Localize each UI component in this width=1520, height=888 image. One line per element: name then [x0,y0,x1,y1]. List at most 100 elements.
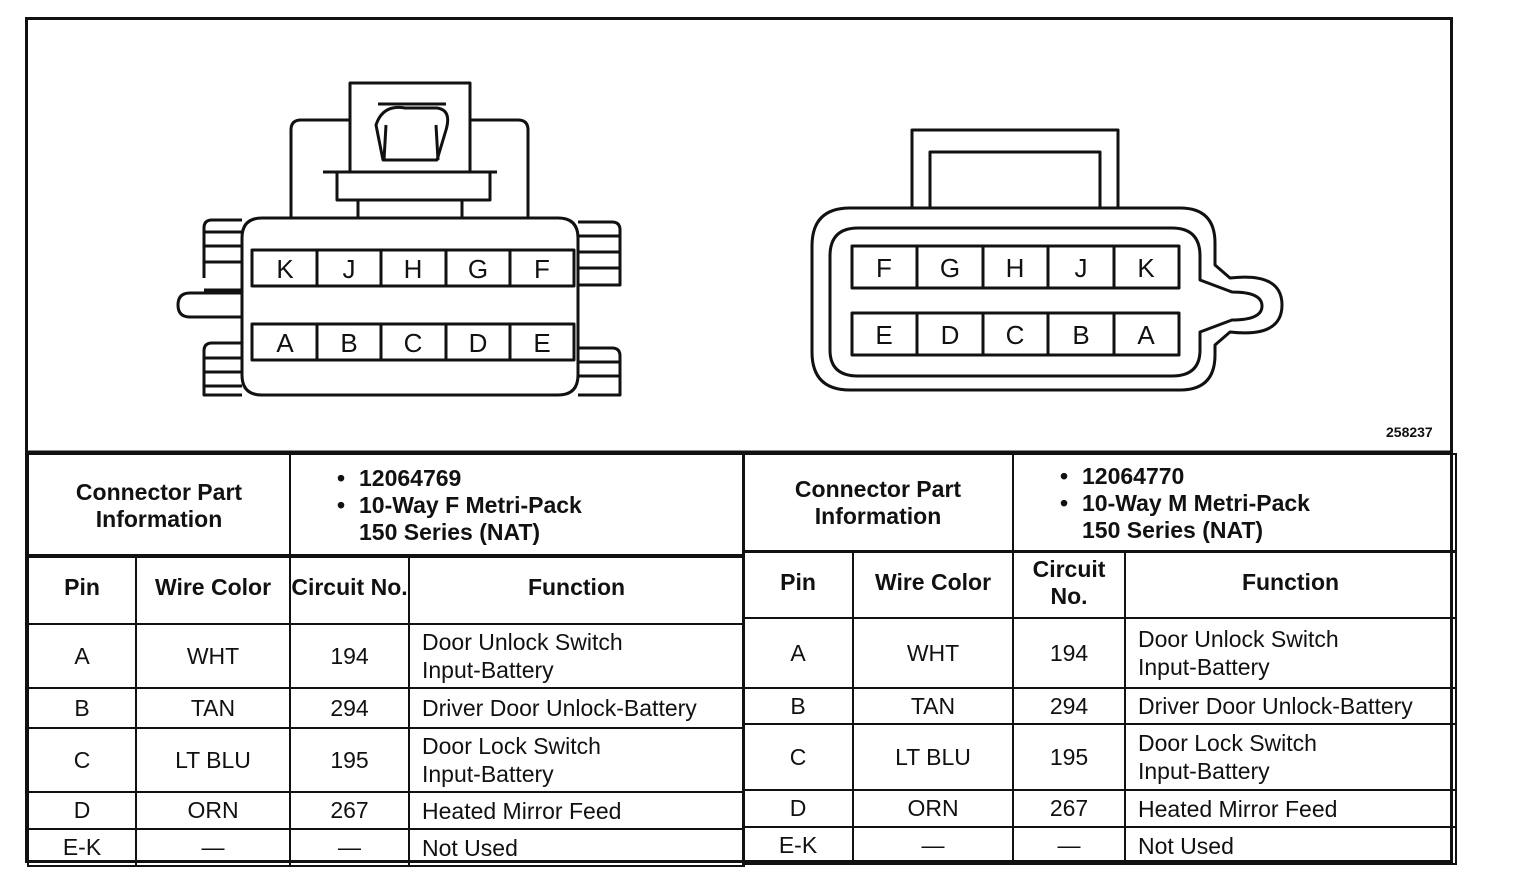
part-number: 12064769 [331,465,743,492]
pin-cell: E-K [742,826,854,865]
left-pin-label: E [533,328,550,358]
pin-cell: A [27,623,137,689]
col-pin: Pin [27,554,137,625]
table-row: B TAN 294 Driver Door Unlock-Battery [27,687,745,729]
function-cell: Driver Door Unlock-Battery [1124,687,1457,725]
table-row: A WHT 194 Door Unlock Switch Input-Batte… [27,623,745,689]
right-pin-label: K [1137,253,1155,283]
table-row: D ORN 267 Heated Mirror Feed [742,789,1457,828]
right-pin-label: B [1072,320,1089,350]
right-pin-label: A [1137,320,1155,350]
left-pin-label: J [343,254,356,284]
left-pin-label: B [340,328,357,358]
col-function: Function [1124,550,1457,619]
function-cell: Door Lock Switch Input-Battery [1124,723,1457,791]
circuit-cell: 267 [1012,789,1126,828]
right-pin-label: D [941,320,960,350]
circuit-cell: — [289,828,410,867]
col-circuit: Circuit No. [289,554,410,625]
info-label: Connector Part Information [27,453,291,558]
circuit-cell: 294 [289,687,410,729]
left-pin-label: G [468,254,488,284]
table-row: B TAN 294 Driver Door Unlock-Battery [742,687,1457,725]
right-pin-label: G [940,253,960,283]
col-wire-color: Wire Color [135,554,291,625]
wire-color-cell: — [852,826,1014,865]
col-function: Function [408,554,745,625]
left-connector-outline [176,81,622,397]
wire-color-cell: TAN [135,687,291,729]
function-text: Door Unlock Switch Input-Battery [1138,626,1339,680]
circuit-cell: 194 [289,623,410,689]
right-pin-label: C [1006,320,1025,350]
right-connector-top-cavities [850,244,1181,290]
function-text: Door Unlock Switch Input-Battery [422,629,623,683]
table-row: C LT BLU 195 Door Lock Switch Input-Batt… [742,723,1457,791]
figure-id: 258237 [1386,424,1433,440]
circuit-cell: 294 [1012,687,1126,725]
table-row: E-K — — Not Used [27,828,745,867]
function-text: Door Lock Switch Input-Battery [422,733,601,787]
part-info: 12064769 10-Way F Metri-Pack 150 Series … [289,453,745,558]
right-connector-bottom-cavities [850,311,1181,357]
pin-cell: C [27,727,137,793]
pin-cell: A [742,617,854,689]
function-cell: Driver Door Unlock-Battery [408,687,745,729]
circuit-cell: — [1012,826,1126,865]
left-pin-label: D [469,328,488,358]
left-connector-bottom-cavities [250,322,576,362]
connector-pin-table-right: Pin Wire Color Circuit No. Function A WH… [742,550,1457,865]
circuit-cell: 267 [289,791,410,830]
wire-color-cell: ORN [852,789,1014,828]
col-wire-color: Wire Color [852,550,1014,619]
connector-pin-table-left: Pin Wire Color Circuit No. Function A WH… [27,554,745,867]
part-description: 10-Way F Metri-Pack 150 Series (NAT) [331,492,619,546]
function-text: Door Lock Switch Input-Battery [1138,730,1317,784]
left-pin-label: F [534,254,550,284]
wire-color-cell: WHT [852,617,1014,689]
pin-cell: D [742,789,854,828]
left-pin-label: K [276,254,294,284]
circuit-cell: 194 [1012,617,1126,689]
wire-color-cell: WHT [135,623,291,689]
function-cell: Door Unlock Switch Input-Battery [408,623,745,689]
wire-color-cell: — [135,828,291,867]
circuit-cell: 195 [289,727,410,793]
function-cell: Not Used [408,828,745,867]
pin-cell: E-K [27,828,137,867]
circuit-cell: 195 [1012,723,1126,791]
pin-cell: C [742,723,854,791]
right-pin-label: H [1006,253,1025,283]
function-cell: Door Unlock Switch Input-Battery [1124,617,1457,689]
wire-color-cell: ORN [135,791,291,830]
wire-color-cell: TAN [852,687,1014,725]
table-row: D ORN 267 Heated Mirror Feed [27,791,745,830]
table-row: C LT BLU 195 Door Lock Switch Input-Batt… [27,727,745,793]
connector-table-right: Connector Part Information 12064770 10-W… [742,453,1457,553]
part-description: 10-Way M Metri-Pack 150 Series (NAT) [1054,490,1352,544]
pin-cell: D [27,791,137,830]
left-pin-label: H [404,254,423,284]
right-connector-outline [810,128,1284,392]
pin-cell: B [27,687,137,729]
left-pin-label: A [276,328,294,358]
info-label: Connector Part Information [742,453,1014,553]
right-pin-label: J [1075,253,1088,283]
wire-color-cell: LT BLU [135,727,291,793]
part-number: 12064770 [1054,463,1455,490]
connector-table-left: Connector Part Information 12064769 10-W… [27,453,745,558]
part-info: 12064770 10-Way M Metri-Pack 150 Series … [1012,453,1457,553]
left-connector-top-cavities [250,248,576,288]
function-cell: Not Used [1124,826,1457,865]
function-cell: Door Lock Switch Input-Battery [408,727,745,793]
table-row: A WHT 194 Door Unlock Switch Input-Batte… [742,617,1457,689]
left-pin-label: C [404,328,423,358]
table-row: E-K — — Not Used [742,826,1457,865]
pin-cell: B [742,687,854,725]
function-cell: Heated Mirror Feed [1124,789,1457,828]
right-pin-label: F [876,253,892,283]
col-circuit: Circuit No. [1012,550,1126,619]
function-cell: Heated Mirror Feed [408,791,745,830]
col-pin: Pin [742,550,854,619]
